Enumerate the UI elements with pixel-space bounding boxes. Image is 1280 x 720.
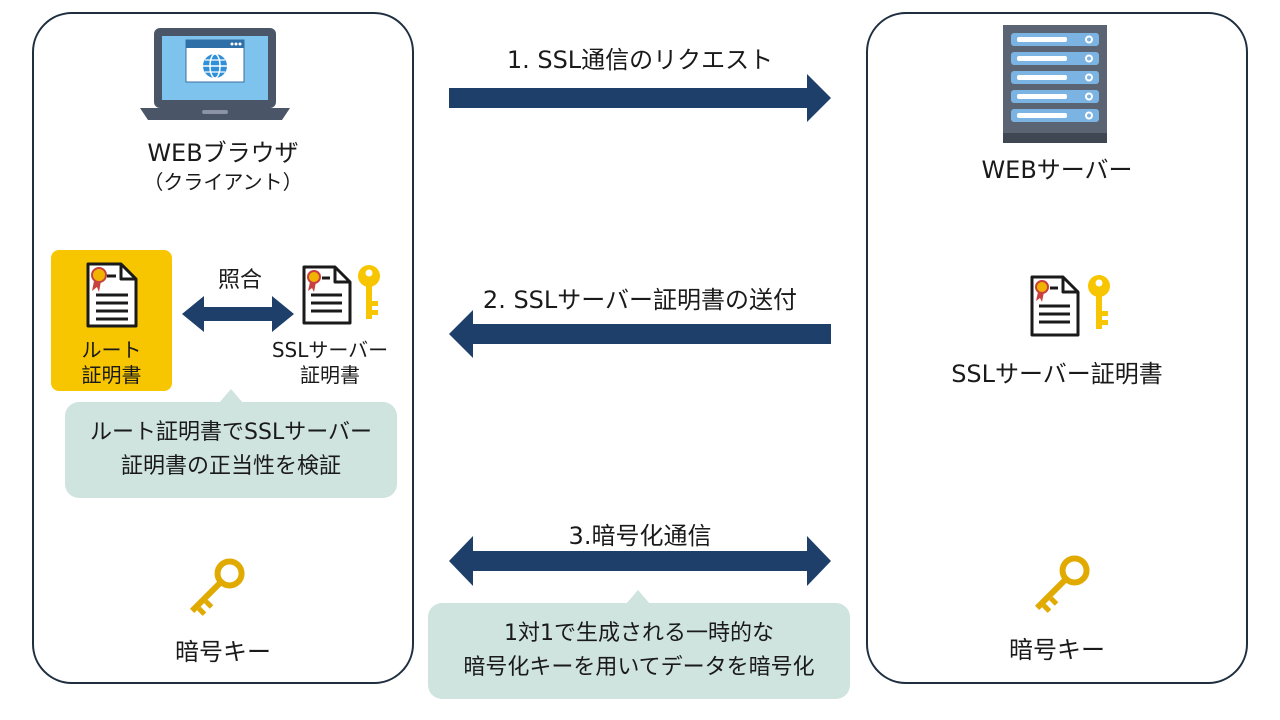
root-cert-label-line2: 証明書 — [81, 363, 142, 387]
root-cert-label-line1: ルート — [81, 338, 142, 362]
step1-arrow-right — [449, 74, 831, 122]
step2-arrow-left — [449, 310, 831, 358]
client-ssl-cert-label-line1: SSLサーバー — [271, 338, 389, 362]
server-key-label: 暗号キー — [1009, 636, 1105, 664]
root-certificate-icon — [86, 262, 138, 328]
server-cert-label: SSLサーバー証明書 — [951, 360, 1163, 388]
client-key-icon — [189, 558, 245, 616]
step1-label: 1. SSL通信のリクエスト — [506, 46, 774, 74]
client-ssl-certificate-icon — [302, 265, 352, 325]
step3-callout-tail — [626, 590, 650, 604]
step3-double-arrow — [449, 536, 831, 586]
verify-callout-tail — [219, 389, 243, 403]
step3-note-line2: 暗号化キーを用いてデータを暗号化 — [463, 655, 815, 680]
step3-label: 3.暗号化通信 — [568, 522, 712, 550]
server-key-icon — [1034, 555, 1090, 613]
server-ssl-key-icon — [1088, 275, 1110, 329]
client-device-sublabel: （クライアント） — [143, 170, 303, 194]
step2-label: 2. SSLサーバー証明書の送付 — [482, 286, 798, 314]
compare-double-arrow — [182, 296, 294, 332]
verify-note-line1: ルート証明書でSSLサーバー — [90, 420, 372, 445]
step3-callout: 1対1で生成される一時的な 暗号化キーを用いてデータを暗号化 — [428, 603, 850, 699]
compare-label: 照合 — [217, 268, 262, 293]
laptop-browser-icon — [140, 28, 290, 120]
verify-callout: ルート証明書でSSLサーバー 証明書の正当性を検証 — [65, 402, 397, 498]
server-rack-icon — [1003, 25, 1107, 143]
client-device-label: WEBブラウザ — [147, 139, 299, 167]
client-ssl-cert-label-line2: 証明書 — [300, 363, 360, 387]
client-ssl-key-icon — [358, 265, 380, 319]
verify-note-line2: 証明書の正当性を検証 — [120, 454, 341, 479]
step3-note-line1: 1対1で生成される一時的な — [504, 621, 774, 646]
client-key-label: 暗号キー — [175, 638, 271, 666]
server-ssl-certificate-icon — [1030, 275, 1080, 337]
server-device-label: WEBサーバー — [981, 156, 1133, 184]
